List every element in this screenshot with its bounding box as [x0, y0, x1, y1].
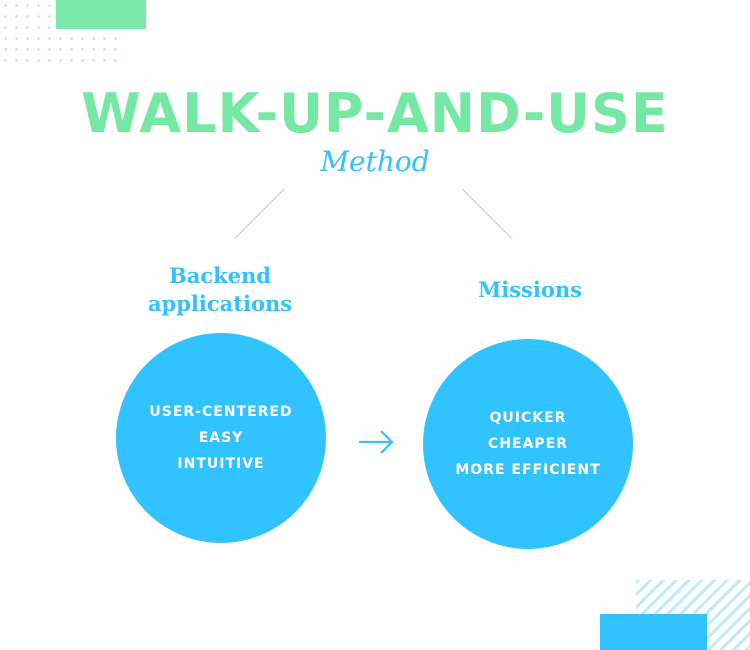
left-heading: Backend applications [120, 262, 320, 318]
left-item: USER-CENTERED [149, 404, 293, 420]
left-item: INTUITIVE [177, 456, 265, 472]
left-branch-line [234, 188, 285, 239]
right-item: CHEAPER [488, 436, 568, 452]
right-branch-line [462, 189, 513, 240]
arrow-right-icon [359, 430, 394, 454]
right-item: MORE EFFICIENT [455, 462, 601, 478]
right-heading: Missions [478, 277, 582, 302]
left-heading-line1: Backend [168, 263, 271, 288]
green-block-decoration [56, 0, 146, 29]
right-item: QUICKER [489, 410, 567, 426]
left-circle: USER-CENTERED EASY INTUITIVE [116, 333, 326, 543]
left-item: EASY [198, 430, 244, 446]
left-heading-line2: applications [147, 291, 293, 316]
page-subtitle: Method [320, 145, 430, 178]
blue-block-decoration [600, 614, 707, 650]
right-circle: QUICKER CHEAPER MORE EFFICIENT [423, 339, 633, 549]
page-title: WALK-UP-AND-USE [81, 82, 669, 145]
